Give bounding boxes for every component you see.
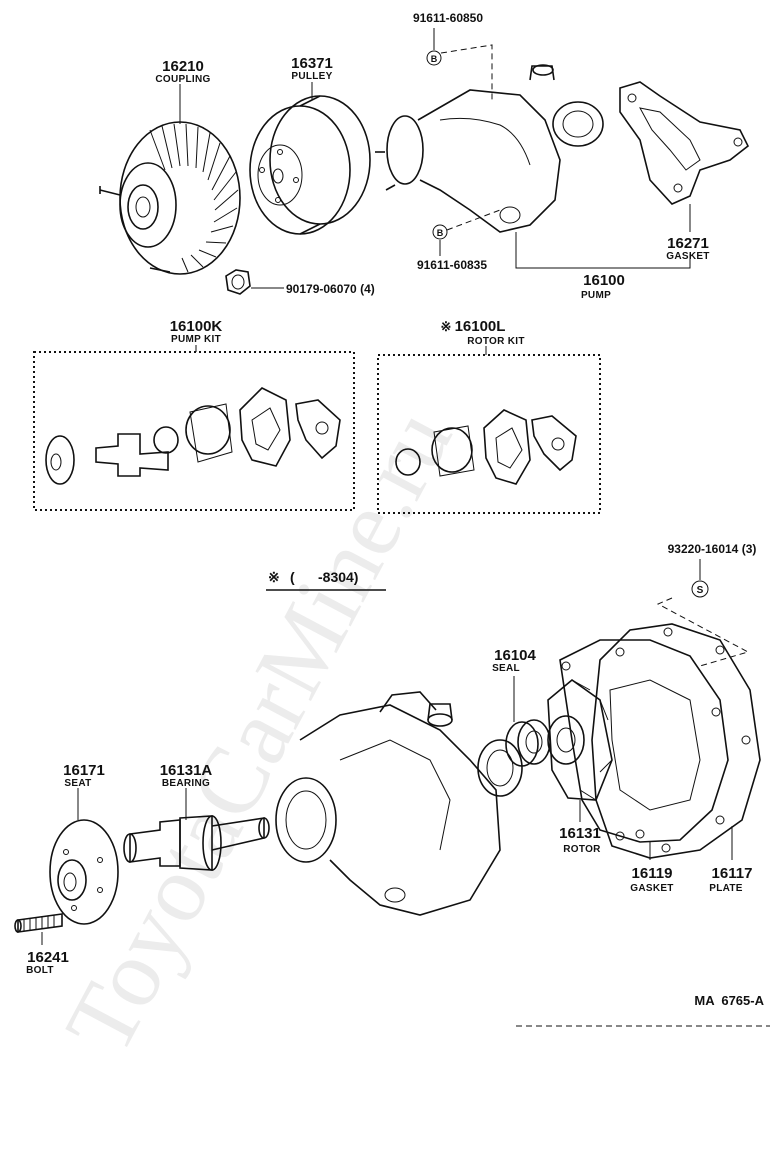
pump-kit-box bbox=[33, 351, 355, 511]
rotor-kit-box bbox=[377, 354, 601, 514]
plate-gasket-name: GASKET bbox=[630, 883, 673, 894]
plate-gasket-part bbox=[559, 639, 729, 843]
seat-number: 16171 bbox=[63, 762, 105, 779]
pump-number: 16100 bbox=[583, 272, 625, 289]
date-note-marker: ※ bbox=[268, 569, 280, 585]
rotor-part bbox=[547, 678, 613, 801]
screw-number: 93220-16014 (3) bbox=[668, 542, 757, 556]
pump-part bbox=[375, 64, 604, 233]
rotor-name: ROTOR bbox=[563, 844, 601, 855]
bolt-bottom-marker: B bbox=[437, 228, 444, 238]
plate-gasket-number: 16119 bbox=[632, 865, 673, 882]
plate-name: PLATE bbox=[709, 883, 743, 894]
stud-bolt-part bbox=[14, 913, 63, 933]
plate-number: 16117 bbox=[712, 865, 753, 882]
pump-kit-contents bbox=[45, 387, 341, 485]
bolt-top-marker-circle bbox=[426, 50, 442, 66]
nut-number: 90179-06070 (4) bbox=[286, 282, 375, 296]
stud-bolt-name: BOLT bbox=[26, 965, 54, 976]
pump-gasket-part bbox=[619, 81, 750, 205]
bearing-number: 16131A bbox=[160, 762, 213, 779]
stud-bolt-number: 16241 bbox=[27, 949, 69, 966]
coupling-part bbox=[99, 121, 241, 275]
bolt-bottom-number: 91611-60835 bbox=[417, 258, 487, 272]
watermark: ToyotaCarMine.ru bbox=[44, 392, 472, 1070]
diagram-code: MA 6765-A bbox=[694, 993, 764, 1008]
coupling-name: COUPLING bbox=[155, 74, 210, 85]
rotor-kit-marker: ※ bbox=[441, 319, 452, 334]
seal-number: 16104 bbox=[494, 647, 536, 664]
pump-body-detail bbox=[275, 691, 523, 916]
pump-gasket-number: 16271 bbox=[667, 235, 709, 252]
nut-part bbox=[225, 269, 251, 295]
plate-part bbox=[591, 623, 761, 859]
coupling-number: 16210 bbox=[162, 58, 204, 75]
bearing-name: BEARING bbox=[162, 778, 210, 789]
screw-marker-circle bbox=[691, 580, 709, 598]
seat-part bbox=[49, 819, 119, 925]
pulley-name: PULLEY bbox=[291, 71, 332, 82]
pulley-part bbox=[249, 95, 371, 235]
rotor-kit-number: 16100L bbox=[455, 318, 506, 335]
bolt-top-number: 91611-60850 bbox=[413, 11, 483, 25]
bolt-top-marker: B bbox=[431, 54, 438, 64]
seal-part bbox=[505, 719, 551, 767]
seal-name: SEAL bbox=[492, 663, 520, 674]
bolt-bottom-marker-circle bbox=[432, 224, 448, 240]
rotor-kit-contents bbox=[395, 409, 577, 485]
rotor-kit-name: ROTOR KIT bbox=[467, 336, 525, 347]
rotor-number: 16131 bbox=[559, 825, 601, 842]
pump-name: PUMP bbox=[581, 290, 611, 301]
screw-marker: S bbox=[697, 585, 704, 596]
date-note-text: ( -8304) bbox=[290, 569, 358, 585]
seat-name: SEAT bbox=[64, 778, 91, 789]
pulley-number: 16371 bbox=[291, 55, 333, 72]
pump-gasket-name: GASKET bbox=[666, 251, 709, 262]
pump-kit-number: 16100K bbox=[170, 318, 223, 335]
pump-kit-name: PUMP KIT bbox=[171, 334, 221, 345]
bearing-part bbox=[123, 815, 270, 871]
